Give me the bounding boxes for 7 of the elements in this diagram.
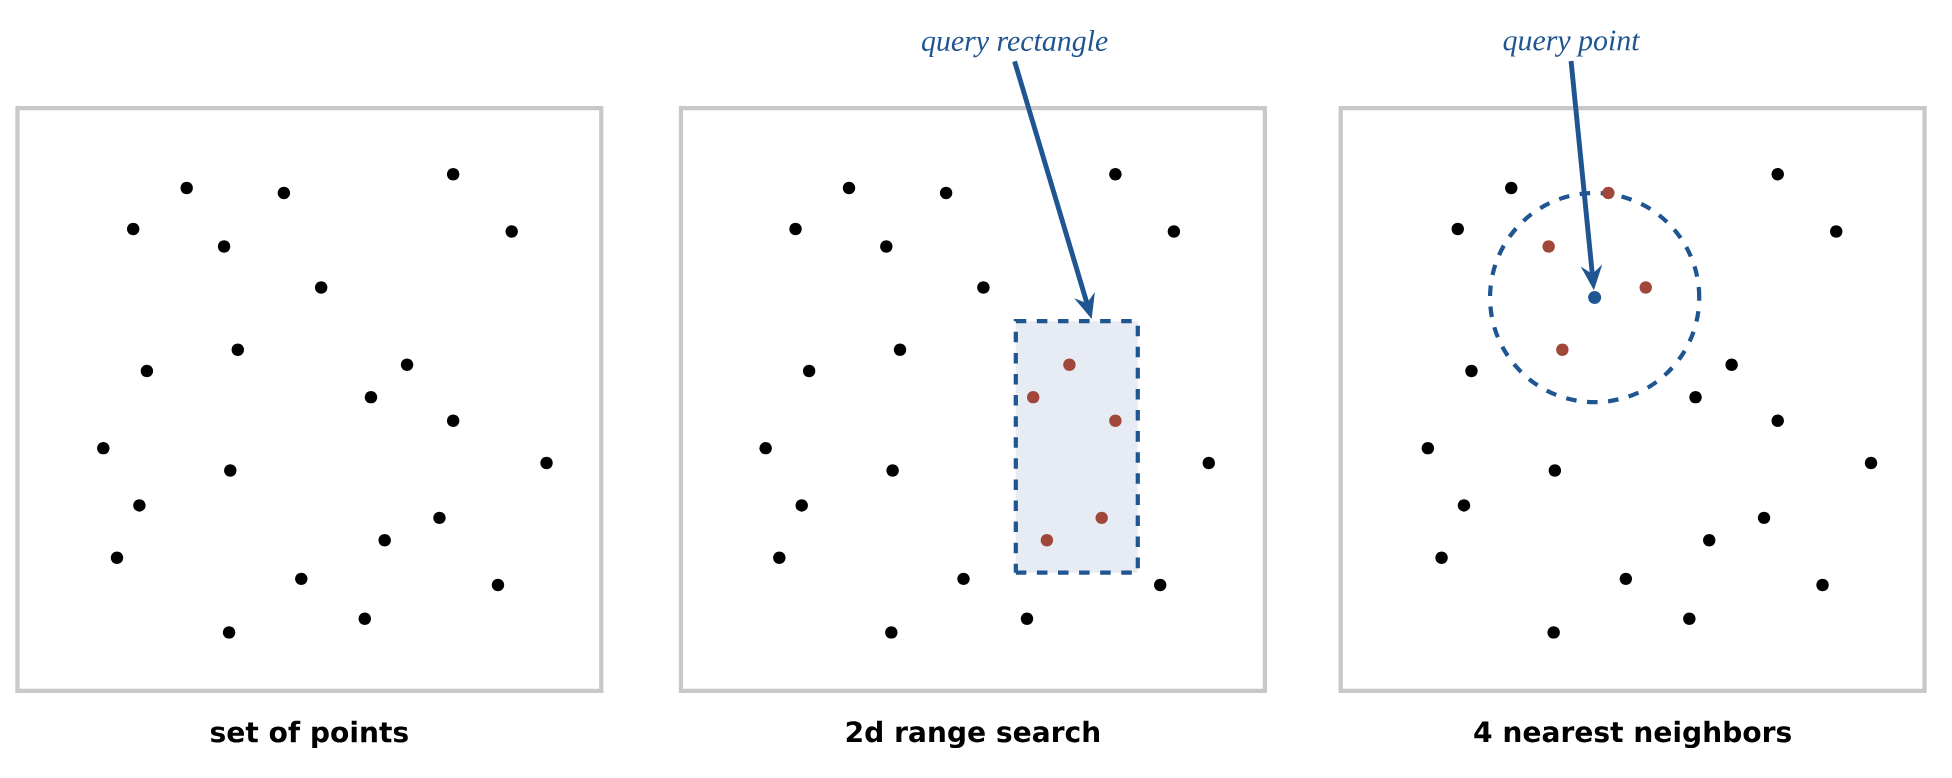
panel-caption: set of points: [211, 720, 408, 748]
callout-label: query point: [1503, 30, 1641, 57]
query-rectangle: [1013, 319, 1140, 575]
panel-caption: 2d range search: [846, 720, 1099, 749]
query-point: [1588, 291, 1602, 305]
panel-caption: 4 nearest neighbors: [1474, 720, 1791, 749]
callout-label: query rectangle: [922, 30, 1108, 58]
